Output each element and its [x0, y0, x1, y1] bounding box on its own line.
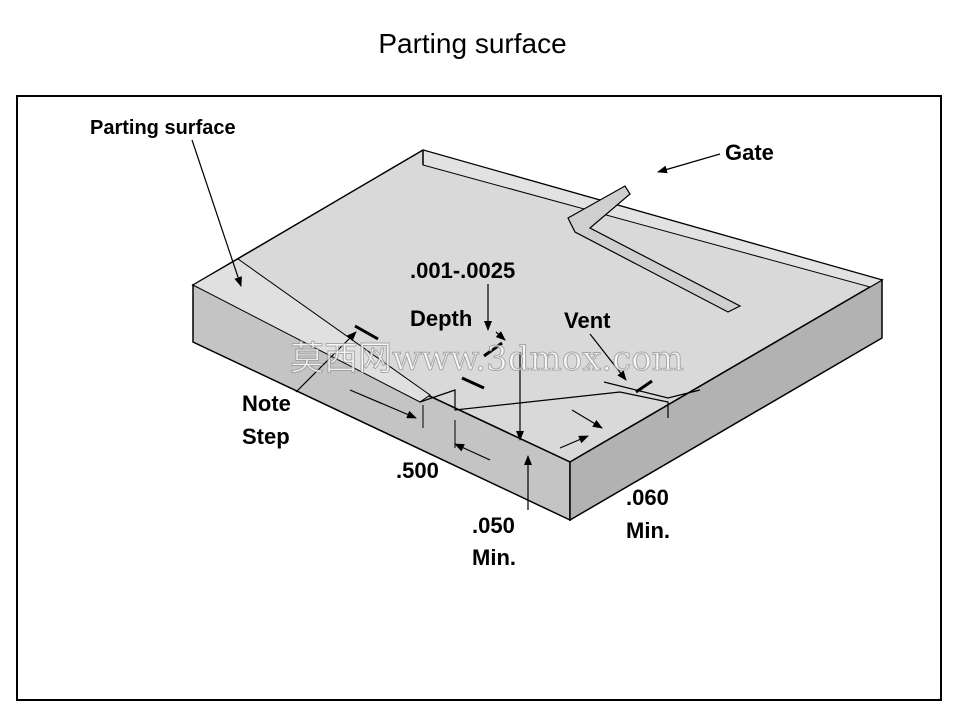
gate-runner [567, 185, 742, 313]
parting-surface-leader [191, 139, 242, 287]
label-dim-050: .050 [472, 513, 515, 538]
depth-leader-2 [495, 331, 506, 341]
label-depth: Depth [410, 306, 472, 331]
label-parting-surface: Parting surface [90, 117, 236, 139]
vent-tick [635, 379, 653, 394]
label-dim-500: .500 [396, 458, 439, 483]
page-title: Parting surface [378, 28, 567, 59]
label-dim-060: .060 [626, 485, 669, 510]
plate-side-face [569, 278, 883, 522]
note-step-leader [295, 331, 357, 393]
dim-060-arrow-2 [571, 409, 603, 429]
diagram-frame [16, 95, 942, 701]
label-step: Step [242, 424, 290, 449]
label-dim-060-min: Min. [626, 518, 670, 543]
note-step-tick [354, 324, 379, 341]
vent-leader [589, 333, 627, 381]
front-land-top [191, 258, 431, 403]
dim-060-arrow [559, 435, 589, 449]
label-gate: Gate [725, 140, 774, 165]
label-note: Note [242, 391, 291, 416]
label-depth-value: .001-.0025 [410, 258, 515, 283]
dim-500-arrow [349, 389, 417, 419]
step-edge [419, 389, 669, 418]
dim-050-arrow [454, 443, 491, 461]
vent-channel [603, 381, 701, 399]
gate-leader [657, 153, 721, 174]
label-vent: Vent [564, 308, 611, 333]
label-dim-050-min: Min. [472, 545, 516, 570]
depth-tick-2 [461, 376, 485, 390]
watermark-text: 莫西网www.3dmox.com [290, 339, 684, 379]
depth-tick-1 [483, 341, 503, 358]
